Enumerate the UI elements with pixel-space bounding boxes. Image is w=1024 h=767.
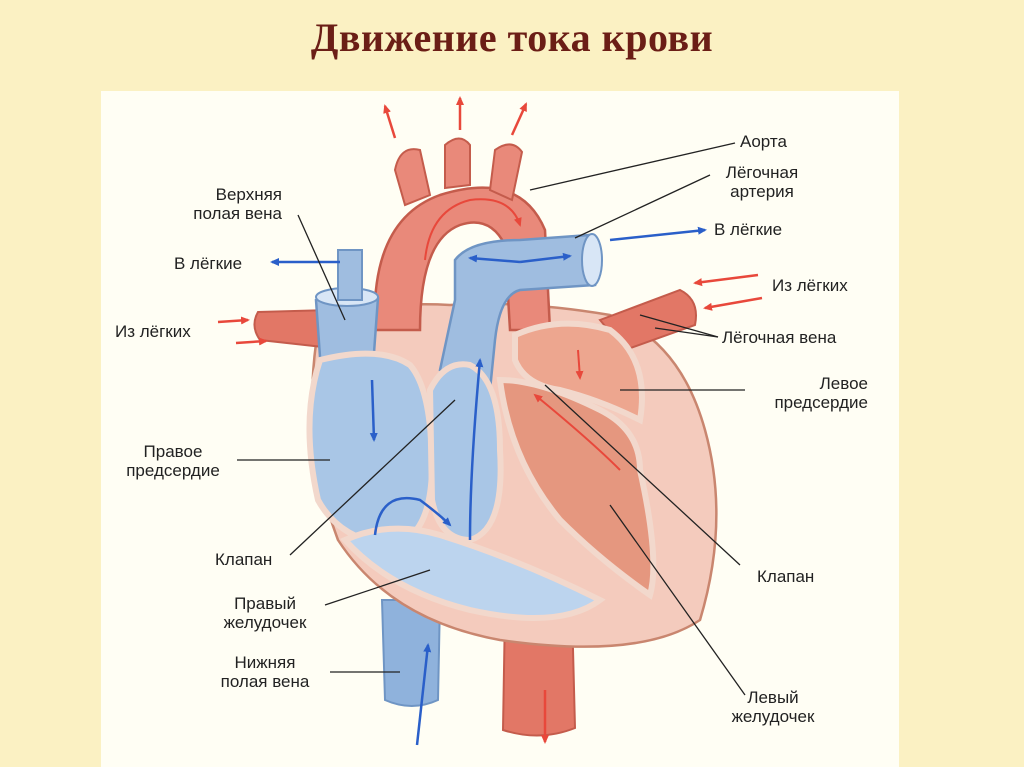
label-svc-line1: Верхняя (215, 185, 282, 204)
flow-arrow-from-lungs-right-2 (703, 296, 763, 311)
pulmonary-artery (438, 233, 597, 392)
label-to-lungs-left: В лёгкие (174, 254, 243, 273)
label-aorta: Аорта (740, 132, 787, 151)
label-left-ventricle: Левый желудочек (718, 688, 828, 726)
label-right-atrium-line1: Правое (143, 442, 203, 461)
label-valve-right: Клапан (757, 567, 815, 586)
pulmonary-vein-right (598, 288, 697, 352)
label-ivc-line1: Нижняя (234, 653, 296, 672)
label-left-atrium: Левое предсердие (748, 374, 868, 412)
flow-arrow-pa-left (468, 254, 521, 264)
label-inferior-vena-cava: Нижняя полая вена (205, 653, 325, 691)
label-left-ventricle-line2: желудочек (731, 707, 815, 726)
flow-arrow-pa-right (519, 252, 572, 264)
label-left-atrium-line1: Левое (819, 374, 868, 393)
label-right-atrium-line2: предсердие (126, 461, 220, 480)
flow-arrow-out-1 (383, 104, 397, 139)
aorta-branch-3 (488, 143, 524, 202)
aorta-branch-2 (444, 137, 471, 190)
label-left-ventricle-line1: Левый (747, 688, 799, 707)
flow-arrow-to-lungs-right (609, 226, 707, 242)
label-to-lungs-right: В лёгкие (714, 220, 783, 239)
label-right-atrium: Правое предсердие (103, 442, 243, 480)
flow-arrow-la-lv (575, 349, 584, 380)
flow-arrow-lv-aorta (533, 393, 621, 471)
flow-arrow-out-3 (510, 102, 528, 136)
leader-lines (237, 142, 746, 696)
flow-arrow-aorta-arch (424, 198, 522, 261)
label-from-lungs-left: Из лёгких (115, 322, 191, 341)
label-superior-vena-cava: Верхняя полая вена (150, 185, 282, 223)
flow-arrow-from-lungs-right-1 (693, 273, 759, 287)
label-pulmonary-vein: Лёгочная вена (722, 328, 837, 347)
label-left-atrium-line2: предсердие (774, 393, 868, 412)
page-title: Движение тока крови (310, 15, 714, 60)
label-right-ventricle-line1: Правый (234, 594, 296, 613)
label-right-ventricle-line2: желудочек (223, 613, 307, 632)
label-from-lungs-right: Из лёгких (772, 276, 848, 295)
flow-arrow-from-lungs-left-2 (235, 337, 268, 346)
flow-arrow-ra-rv (373, 497, 452, 536)
label-pulmonary-artery-line2: артерия (730, 182, 794, 201)
right-ventricle (340, 525, 606, 621)
flow-arrow-from-lungs-left-1 (217, 316, 250, 325)
label-pulmonary-artery: Лёгочная артерия (716, 163, 808, 201)
label-ivc-line2: полая вена (220, 672, 310, 691)
flow-arrow-svc (369, 379, 378, 442)
label-svc-line2: полая вена (193, 204, 282, 223)
label-pulmonary-artery-line1: Лёгочная (725, 163, 799, 182)
label-valve-left: Клапан (215, 550, 273, 569)
label-right-ventricle: Правый желудочек (205, 594, 325, 632)
flow-arrow-ivc (415, 643, 432, 746)
aorta (373, 186, 552, 332)
flow-arrow-rv-pa (468, 358, 484, 541)
right-atrium (306, 350, 436, 549)
inferior-vena-cava (380, 599, 442, 707)
aorta-branch-1 (393, 148, 432, 207)
